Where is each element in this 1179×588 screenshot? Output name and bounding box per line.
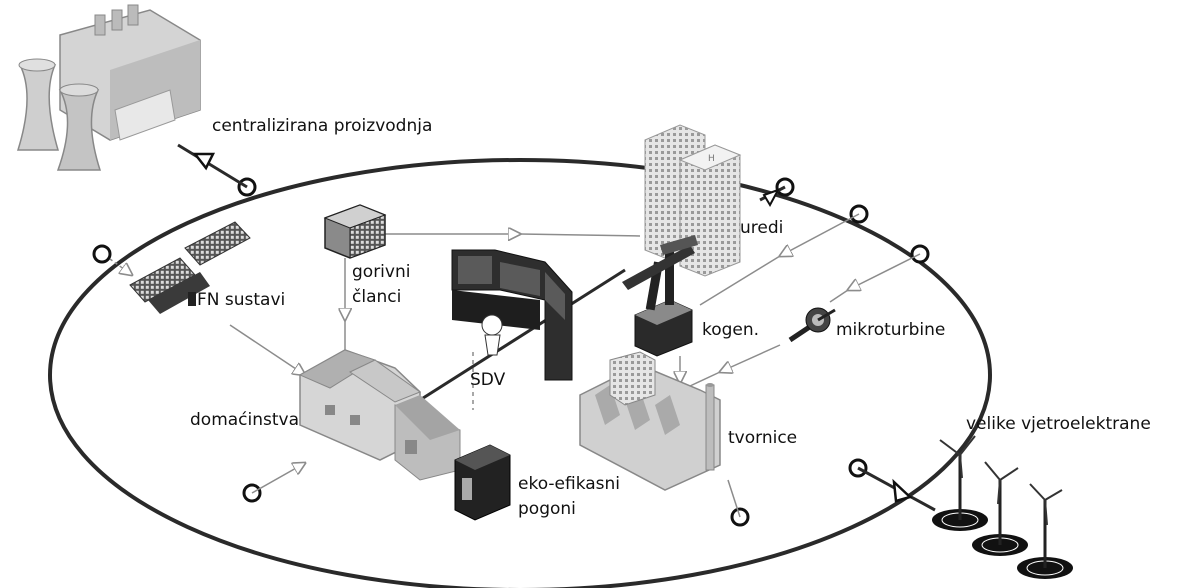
label-cogeneration: kogen.	[702, 320, 760, 340]
cogeneration-icon	[622, 235, 698, 357]
grid-ring	[48, 158, 992, 588]
fuel-cell-icon	[323, 204, 387, 259]
wind-turbine-icon	[932, 435, 1073, 579]
label-sdv: SDV	[470, 370, 506, 390]
factory-icon	[579, 351, 721, 491]
ring-nodes	[92, 177, 930, 527]
label-large-wind-farms: velike vjetroelektrane	[966, 414, 1151, 434]
feed-arrow-wind	[892, 478, 913, 503]
label-factories: tvornice	[728, 428, 798, 448]
label-central-production: centralizirana proizvodnja	[212, 116, 433, 136]
feed-arrow-office	[762, 188, 781, 208]
feed-arrow-top	[192, 152, 216, 171]
label-eco-drives-line2: pogoni	[518, 499, 576, 519]
svg-text:H: H	[708, 154, 715, 164]
solar-panel-icon	[129, 221, 251, 314]
microturbine-icon	[788, 307, 836, 343]
control-room-icon	[451, 249, 573, 381]
power-plant-icon	[16, 4, 201, 171]
label-fuel-cells-line2: članci	[352, 287, 402, 307]
house-icon	[298, 349, 461, 481]
label-households: domaćinstva	[190, 410, 300, 430]
label-fuel-cells-line1: gorivni	[352, 262, 411, 282]
label-pv-systems: FN sustavi	[197, 290, 286, 310]
drive-cabinet-icon	[454, 444, 511, 521]
label-microturbines: mikroturbine	[836, 320, 946, 340]
label-eco-drives-line1: eko-efikasni	[518, 474, 621, 494]
label-offices: uredi	[740, 218, 784, 238]
